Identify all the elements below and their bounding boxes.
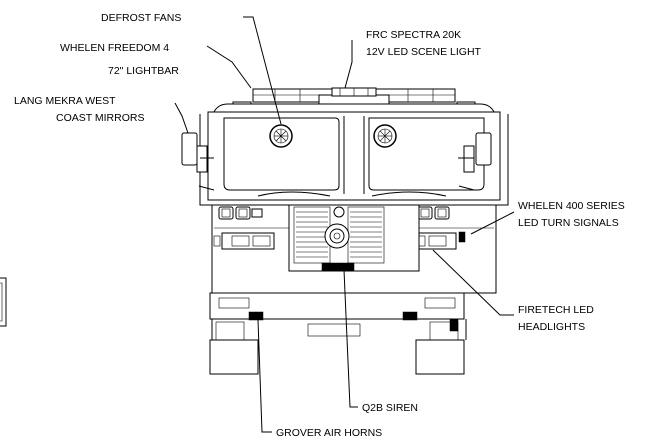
wipers: [257, 191, 447, 197]
siren-label: Q2B SIREN: [362, 402, 418, 414]
fire-truck-front-view: [0, 87, 509, 375]
leader-lines: [174, 16, 515, 433]
turn-signals-label-line2: LED TURN SIGNALS: [518, 217, 619, 229]
turn-signals-label-line1: WHELEN 400 SERIES: [518, 200, 625, 212]
turn-signal-icon: [218, 206, 263, 220]
headlight-icon: [213, 232, 275, 250]
front-bumper: [209, 292, 467, 341]
mirror-icon: [458, 132, 492, 191]
mirror-icon: [181, 132, 215, 191]
headlights-label-line2: HEADLIGHTS: [518, 321, 585, 333]
bracket-stub: [0, 277, 7, 327]
siren-icon: [321, 223, 355, 272]
front-wheels: [209, 339, 465, 375]
air-horn-icon: [248, 311, 418, 321]
mirrors-label-line2: COAST MIRRORS: [56, 112, 144, 124]
scene-light-label-line2: 12V LED SCENE LIGHT: [366, 46, 482, 58]
air-horns-label: GROVER AIR HORNS: [276, 427, 382, 439]
grille: [288, 204, 420, 272]
lightbar-label-line2: 72" LIGHTBAR: [108, 65, 179, 77]
defrost-fan-icon: [269, 124, 293, 148]
defrost-fans-label: DEFROST FANS: [101, 12, 181, 24]
scene-light-label-line1: FRC SPECTRA 20K: [366, 29, 461, 41]
callout-labels: DEFROST FANS WHELEN FREEDOM 4 72" LIGHTB…: [14, 12, 625, 439]
headlights-label-line1: FIRETECH LED: [518, 304, 594, 316]
mirrors-label-line1: LANG MEKRA WEST: [14, 95, 116, 107]
defrost-fan-icon: [373, 124, 397, 148]
windshield: [223, 116, 485, 194]
lightbar-label-line1: WHELEN FREEDOM 4: [60, 42, 169, 54]
